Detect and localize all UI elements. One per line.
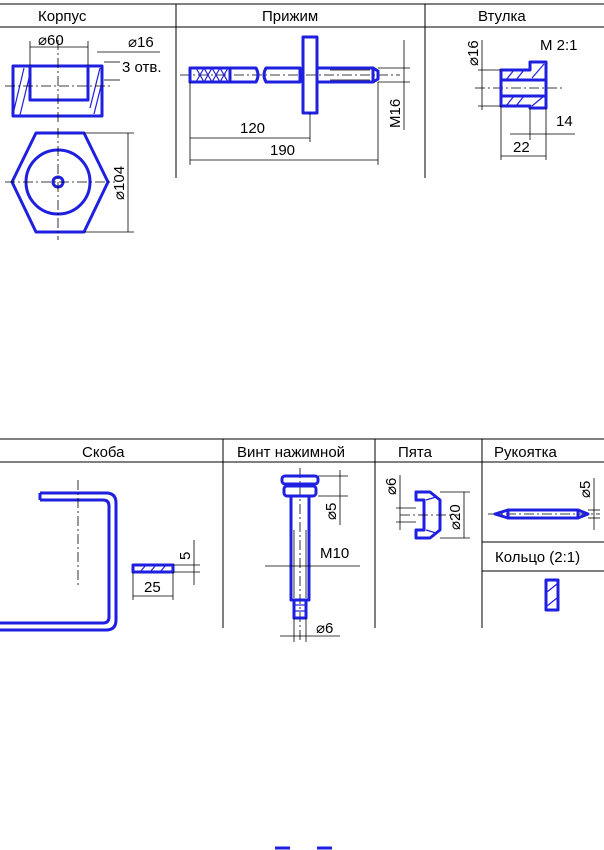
header-pyata: Пята xyxy=(398,444,433,461)
prizhim-knurl xyxy=(188,66,232,84)
vtulka-dim-22: 22 xyxy=(513,139,530,156)
rukoyatka-rod xyxy=(506,508,580,520)
header-koltso: Кольцо (2:1) xyxy=(495,549,580,566)
header-skoba: Скоба xyxy=(82,444,125,461)
prizhim-dim-190: 190 xyxy=(270,142,295,159)
pyata-dim-d20: ⌀20 xyxy=(447,504,464,530)
vint-drawing: ⌀5 M10 ⌀6 xyxy=(265,468,360,642)
korpus-dim-d60: ⌀60 xyxy=(38,32,64,49)
korpus-dim-d104: ⌀104 xyxy=(111,166,128,200)
vint-dim-m10: M10 xyxy=(320,545,349,562)
vtulka-scale: M 2:1 xyxy=(540,37,578,54)
header-vint: Винт нажимной xyxy=(237,444,345,461)
bottom-table: Скоба Винт нажимной Пята Рукоятка Кольцо… xyxy=(0,438,604,628)
header-prizhim: Прижим xyxy=(262,8,318,25)
skoba-dim-25: 25 xyxy=(144,579,161,596)
pyata-outline xyxy=(414,490,442,540)
rukoyatka-dim-d5: ⌀5 xyxy=(577,481,594,498)
skoba-drawing: 5 25 xyxy=(0,480,200,632)
skoba-section xyxy=(131,563,175,574)
skoba-inner xyxy=(0,498,111,625)
skoba-outer xyxy=(0,491,118,632)
top-table: Корпус Прижим Втулка xyxy=(0,3,604,178)
korpus-dim-d16: ⌀16 xyxy=(128,34,154,51)
header-rukoyatka: Рукоятка xyxy=(494,444,557,461)
vint-dim-d6: ⌀6 xyxy=(316,620,333,637)
korpus-drawing: ⌀60 ⌀16 3 отв. ⌀104 xyxy=(5,32,162,240)
prizhim-rod-left xyxy=(230,66,260,84)
header-korpus: Корпус xyxy=(38,8,87,25)
header-vtulka: Втулка xyxy=(478,8,526,25)
vtulka-dim-d16: ⌀16 xyxy=(465,40,482,66)
pyata-drawing: ⌀6 ⌀20 xyxy=(383,475,470,540)
vtulka-drawing: ⌀16 M 2:1 14 22 xyxy=(465,37,578,160)
korpus-holes-label: 3 отв. xyxy=(122,59,162,76)
korpus-cavity xyxy=(28,64,90,102)
vint-tip xyxy=(292,598,308,620)
vint-dim-d5: ⌀5 xyxy=(323,503,340,520)
prizhim-drawing: 120 190 M16 xyxy=(180,35,410,165)
prizhim-rod-mid xyxy=(262,66,302,84)
rukoyatka-right-tip xyxy=(577,508,590,520)
vtulka-dim-14: 14 xyxy=(556,113,573,130)
vint-head-top xyxy=(280,474,320,486)
skoba-dim-5: 5 xyxy=(177,552,194,560)
pyata-dim-d6: ⌀6 xyxy=(383,478,400,495)
rukoyatka-drawing: ⌀5 xyxy=(488,478,600,530)
prizhim-dim-m16: M16 xyxy=(387,99,404,128)
prizhim-dim-120: 120 xyxy=(240,120,265,137)
koltso-drawing xyxy=(544,578,560,612)
prizhim-thread xyxy=(315,66,375,84)
koltso-section xyxy=(544,578,560,612)
